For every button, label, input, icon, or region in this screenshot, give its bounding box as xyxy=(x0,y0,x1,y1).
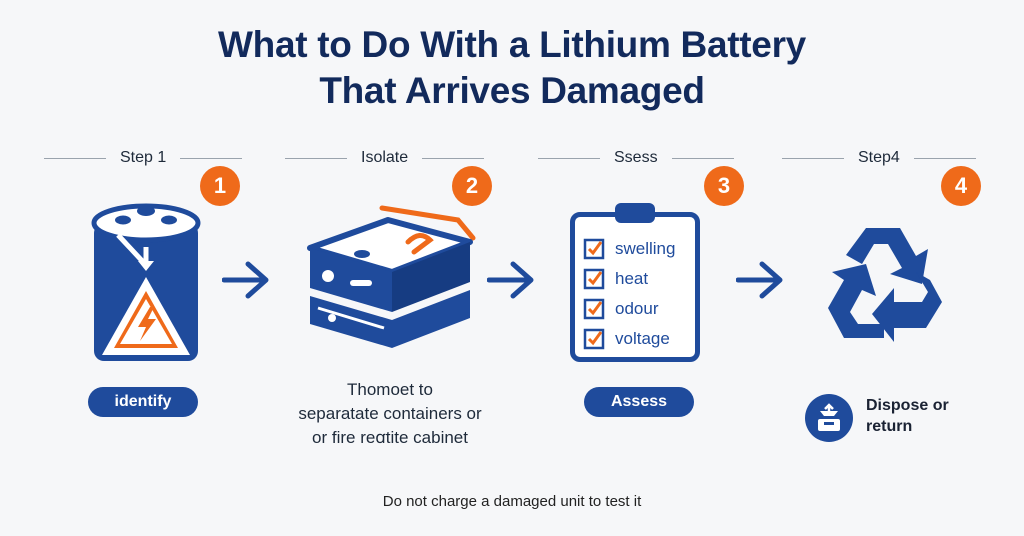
step-1-label: Step 1 xyxy=(120,149,167,166)
divider xyxy=(671,157,734,159)
checklist-item: odour xyxy=(583,294,675,324)
checklist-item: heat xyxy=(583,264,675,294)
divider xyxy=(44,157,106,159)
check-icon xyxy=(583,328,605,350)
arrow-right-icon xyxy=(487,261,534,299)
step-1-header: Step 1 xyxy=(44,148,243,168)
battery-warning-icon xyxy=(91,203,201,361)
checklist-label: voltage xyxy=(615,329,670,348)
step-4-label: Step4 xyxy=(858,149,900,166)
checklist-item: voltage xyxy=(583,324,675,354)
divider xyxy=(538,157,600,159)
checklist-label: heat xyxy=(615,269,649,288)
check-icon xyxy=(583,268,605,290)
description-line-3: or fire reꭤtite cabinet xyxy=(312,428,468,447)
check-icon xyxy=(583,298,605,320)
arrow-right-icon xyxy=(222,261,269,299)
description-line-1: Thomoet to xyxy=(347,380,433,399)
step-4-header: Step4 xyxy=(782,148,976,168)
divider xyxy=(180,157,243,159)
page-title: What to Do With a Lithium Battery That A… xyxy=(0,22,1024,114)
title-line-2: That Arrives Damaged xyxy=(319,70,705,111)
step-3-number-badge: 3 xyxy=(704,166,744,206)
check-icon xyxy=(583,238,605,260)
step-2-number-badge: 2 xyxy=(452,166,492,206)
isolate-description: Thomoet to separatate containers or or f… xyxy=(260,378,520,450)
title-line-1: What to Do With a Lithium Battery xyxy=(218,24,806,65)
divider xyxy=(285,157,347,159)
recycle-icon xyxy=(828,228,942,342)
battery-pack-icon xyxy=(307,205,476,348)
footer-note: Do not charge a damaged unit to test it xyxy=(382,493,642,510)
step-3-header: Ssess xyxy=(538,148,734,168)
dispose-line-1: Dispose or xyxy=(866,397,949,414)
checklist-label: odour xyxy=(615,299,659,318)
checklist-item: swelling xyxy=(583,234,675,264)
identify-button[interactable]: identify xyxy=(88,387,198,417)
dispose-or-return-label: Dispose or return xyxy=(866,395,949,437)
dispose-box-icon xyxy=(805,394,853,442)
step-1-number-badge: 1 xyxy=(200,166,240,206)
step-2-label: Isolate xyxy=(361,149,409,166)
step-4-number-badge: 4 xyxy=(941,166,981,206)
step-2-header: Isolate xyxy=(285,148,485,168)
divider xyxy=(782,157,844,159)
clipboard-clip xyxy=(615,203,655,223)
checklist-label: swelling xyxy=(615,239,676,258)
dispose-line-2: return xyxy=(866,418,913,435)
assess-button[interactable]: Assess xyxy=(584,387,694,417)
divider xyxy=(422,157,485,159)
description-line-2: separatate containers or xyxy=(298,404,482,423)
step-3-label: Ssess xyxy=(614,149,658,166)
arrow-right-icon xyxy=(736,261,783,299)
divider xyxy=(913,157,976,159)
assess-checklist: swelling heat odour voltage xyxy=(583,234,675,354)
